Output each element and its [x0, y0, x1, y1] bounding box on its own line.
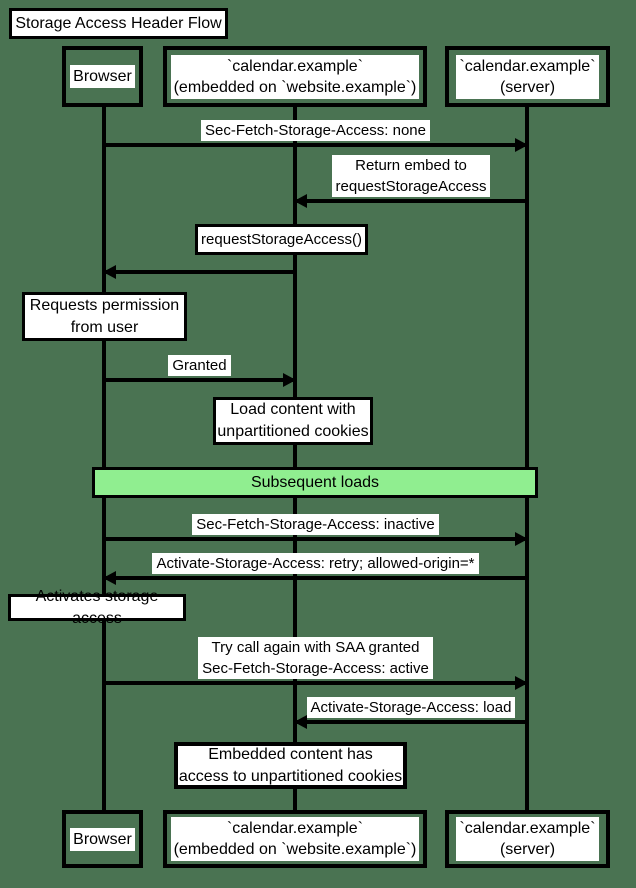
- arrow-shaft: [294, 194, 527, 208]
- arrowhead-right-icon: [515, 676, 528, 690]
- note-load-content-text: Load content with unpartitioned cookies: [217, 401, 369, 440]
- participant-browser-top: Browser: [62, 46, 143, 107]
- message-granted: Granted: [104, 355, 296, 387]
- note-activates-storage-text: Activates storage access: [35, 587, 159, 627]
- message-activate-retry-label: Activate-Storage-Access: retry; allowed-…: [152, 553, 479, 574]
- arrow-shaft: [104, 373, 296, 387]
- message-granted-label: Granted: [168, 355, 231, 376]
- message-try-again: Try call again with SAA granted Sec-Fetc…: [104, 637, 528, 690]
- note-requests-permission-text: Requests permission from user: [29, 296, 180, 336]
- diagram-title: Storage Access Header Flow: [15, 14, 222, 32]
- lifeline-embed: [293, 105, 297, 812]
- participant-server-label: `calendar.example` (server): [456, 54, 599, 99]
- message-activate-load-label: Activate-Storage-Access: load: [306, 697, 516, 718]
- divider-subsequent-loads-label: Subsequent loads: [250, 473, 380, 491]
- note-request-storage-access: requestStorageAccess(): [195, 224, 368, 255]
- message-sec-fetch-none: Sec-Fetch-Storage-Access: none: [104, 120, 528, 152]
- arrowhead-left-icon: [294, 194, 307, 208]
- note-embedded-content: Embedded content has access to unpartiti…: [174, 742, 407, 789]
- arrow-shaft: [103, 265, 295, 279]
- lifeline-server: [525, 105, 529, 812]
- diagram-title-box: Storage Access Header Flow: [9, 8, 228, 39]
- message-activate-retry: Activate-Storage-Access: retry; allowed-…: [103, 553, 527, 585]
- participant-embed-label: `calendar.example` (embedded on `website…: [170, 54, 420, 99]
- message-to-browser: [103, 265, 295, 279]
- message-return-embed-label: Return embed to requestStorageAccess: [331, 155, 491, 197]
- arrow-shaft: [104, 532, 528, 546]
- message-sec-fetch-inactive-label: Sec-Fetch-Storage-Access: inactive: [192, 514, 439, 535]
- participant-embed-bottom: `calendar.example` (embedded on `website…: [163, 810, 427, 868]
- participant-server-bottom: `calendar.example` (server): [445, 810, 610, 868]
- participant-embed-label: `calendar.example` (embedded on `website…: [170, 817, 420, 861]
- arrowhead-left-icon: [294, 715, 307, 729]
- message-sec-fetch-inactive: Sec-Fetch-Storage-Access: inactive: [104, 514, 528, 546]
- note-load-content: Load content with unpartitioned cookies: [213, 397, 373, 445]
- note-requests-permission: Requests permission from user: [22, 292, 187, 341]
- divider-subsequent-loads: Subsequent loads: [92, 467, 538, 498]
- participant-embed-top: `calendar.example` (embedded on `website…: [163, 46, 427, 107]
- message-try-again-label: Try call again with SAA granted Sec-Fetc…: [198, 637, 433, 679]
- participant-browser-label: Browser: [70, 65, 135, 88]
- participant-server-label: `calendar.example` (server): [456, 817, 599, 861]
- arrowhead-right-icon: [515, 532, 528, 546]
- participant-server-top: `calendar.example` (server): [445, 46, 610, 107]
- arrowhead-right-icon: [515, 138, 528, 152]
- arrow-shaft: [103, 571, 527, 585]
- note-activates-storage: Activates storage access: [8, 588, 186, 627]
- message-activate-load: Activate-Storage-Access: load: [294, 697, 527, 729]
- arrow-shaft: [294, 715, 527, 729]
- note-embedded-content-text: Embedded content has access to unpartiti…: [178, 745, 403, 785]
- message-return-embed: Return embed to requestStorageAccess: [294, 155, 527, 208]
- arrow-shaft: [104, 138, 528, 152]
- participant-browser-label: Browser: [70, 827, 135, 851]
- arrowhead-left-icon: [103, 571, 116, 585]
- arrow-shaft: [104, 676, 528, 690]
- note-request-storage-access-text: requestStorageAccess(): [201, 230, 362, 248]
- message-sec-fetch-none-label: Sec-Fetch-Storage-Access: none: [201, 120, 430, 141]
- participant-browser-bottom: Browser: [62, 810, 143, 868]
- lifeline-browser: [102, 105, 106, 812]
- arrowhead-left-icon: [103, 265, 116, 279]
- arrowhead-right-icon: [283, 373, 296, 387]
